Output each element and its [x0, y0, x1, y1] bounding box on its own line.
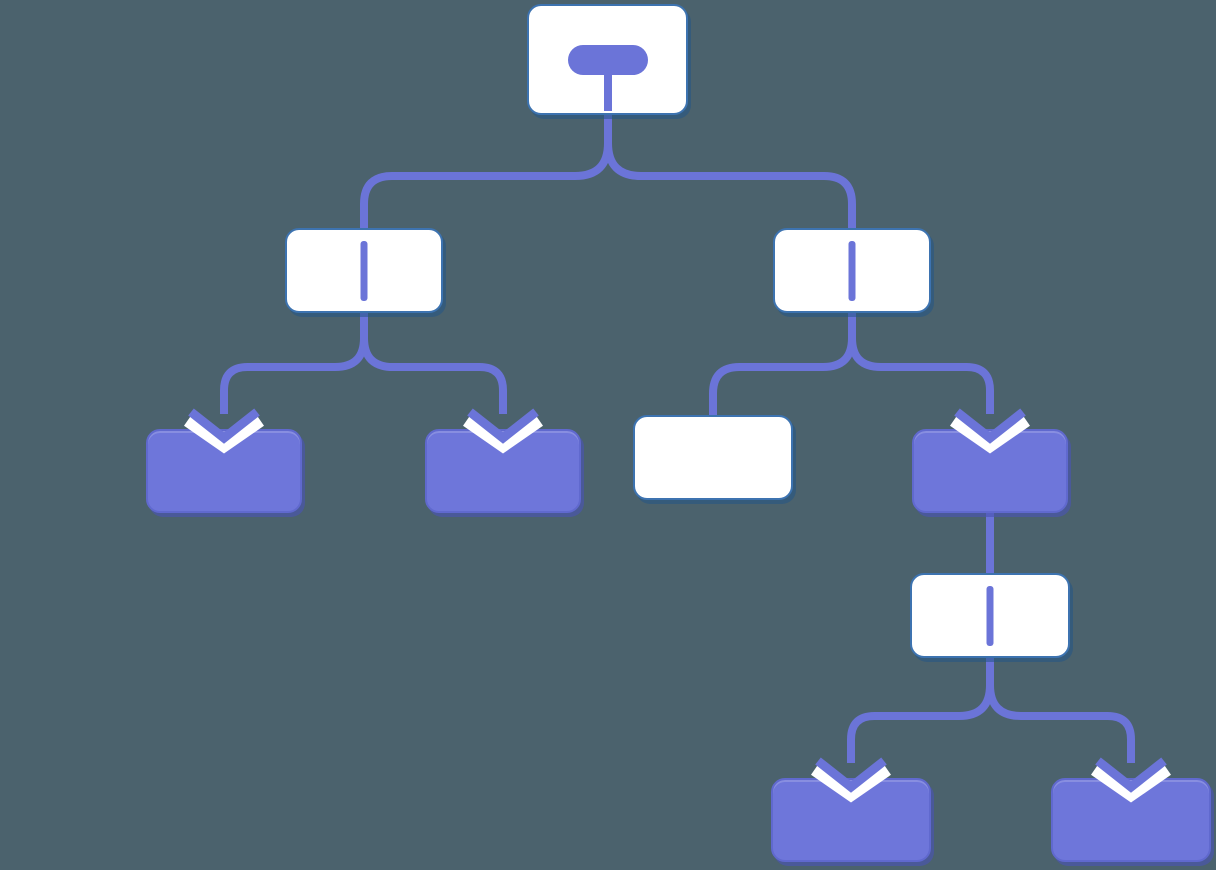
connector-b3-l4: [986, 654, 1135, 763]
connector-b1-l2: [360, 309, 507, 414]
divider-bar-icon: [360, 240, 368, 301]
double-chevron-down-icon-purple: [815, 757, 887, 793]
double-chevron-down-icon-white: [811, 763, 891, 803]
double-chevron-down-icon-purple: [188, 408, 260, 444]
double-chevron-down-icon-white: [950, 414, 1030, 454]
pill-stem-line: [603, 75, 612, 111]
root-node[interactable]: [527, 4, 688, 115]
branch-node-left[interactable]: [285, 228, 443, 313]
pill-icon: [567, 45, 648, 75]
double-chevron-down-icon-purple: [1095, 757, 1167, 793]
plain-node-right[interactable]: [633, 415, 793, 500]
double-chevron-down-icon-white: [184, 414, 264, 454]
double-chevron-down-icon-purple: [954, 408, 1026, 444]
double-chevron-down-icon-purple: [467, 408, 539, 444]
double-chevron-down-icon-white: [463, 414, 543, 454]
branch-node-right[interactable]: [773, 228, 931, 313]
divider-bar-icon: [848, 240, 856, 301]
branch-node-bottom[interactable]: [910, 573, 1070, 658]
divider-bar-icon: [986, 585, 994, 646]
connector-b2-p3: [848, 309, 994, 414]
connector-root-b2: [604, 110, 856, 232]
double-chevron-down-icon-white: [1091, 763, 1171, 803]
